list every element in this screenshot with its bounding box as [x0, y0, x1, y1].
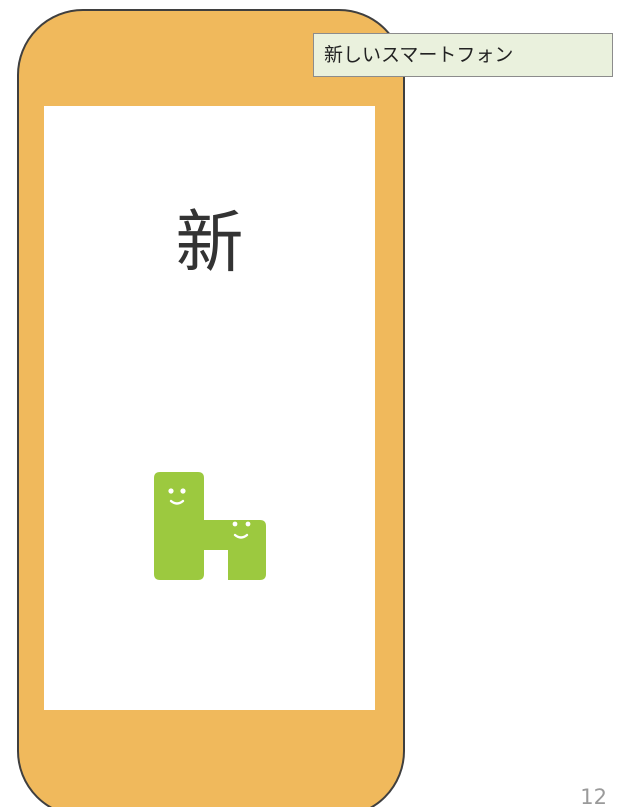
screen-character: 新 [175, 204, 244, 283]
title-label: 新しいスマートフォン [313, 33, 613, 77]
page-number: 12 [580, 785, 607, 807]
green-h-mascot-logo-icon [154, 472, 266, 580]
phone-screen [44, 106, 375, 710]
